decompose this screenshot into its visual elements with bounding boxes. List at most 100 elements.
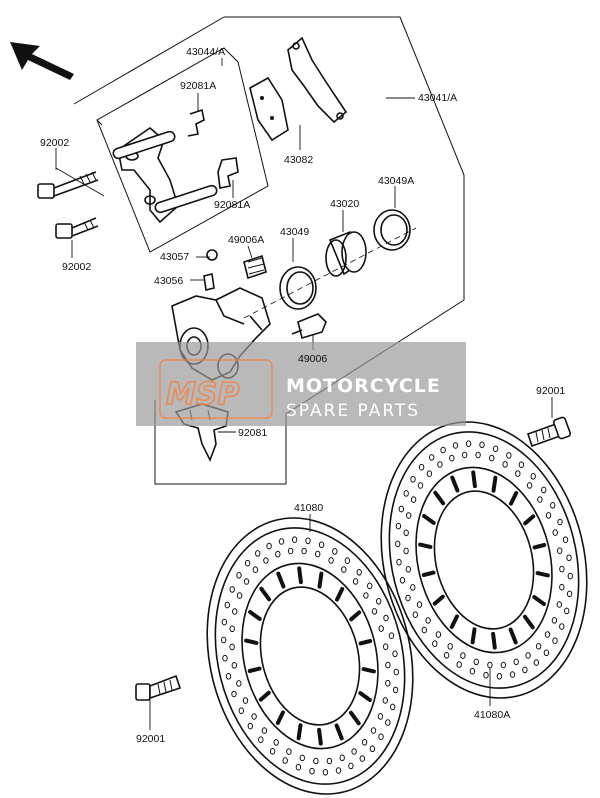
disc-slot bbox=[509, 491, 519, 506]
label-92001-left: 92001 bbox=[136, 733, 165, 745]
label-43057: 43057 bbox=[160, 251, 189, 263]
disc-hole bbox=[392, 650, 398, 658]
disc-hole bbox=[287, 547, 294, 555]
disc-slot bbox=[358, 639, 373, 646]
disc-hole bbox=[309, 767, 315, 775]
disc-hole bbox=[525, 652, 531, 659]
watermark-line1: MOTORCYCLE bbox=[286, 375, 441, 397]
disc-hole bbox=[356, 569, 362, 576]
disc-slot bbox=[535, 571, 550, 578]
disc-slot bbox=[522, 614, 535, 630]
disc-hole bbox=[242, 697, 249, 704]
disc-hole bbox=[251, 713, 257, 720]
disc-hole bbox=[222, 654, 228, 662]
disc-hole bbox=[282, 757, 288, 764]
disc-hole bbox=[412, 611, 418, 619]
label-41080A: 41080A bbox=[474, 709, 510, 721]
disc-slot bbox=[422, 514, 436, 525]
disc-hole bbox=[388, 632, 395, 640]
label-43041A: 43041/A bbox=[418, 92, 457, 104]
disc-hole bbox=[229, 625, 235, 633]
disc-hole bbox=[452, 442, 459, 449]
disc-hole bbox=[489, 454, 495, 462]
disc-hole bbox=[335, 767, 342, 774]
disc-hole bbox=[252, 566, 259, 574]
disc-hole bbox=[483, 671, 489, 679]
disc-slot bbox=[275, 710, 285, 725]
disc-hole bbox=[261, 727, 268, 734]
disc-hole bbox=[367, 582, 373, 590]
disc-slot bbox=[421, 570, 436, 577]
disc-hole bbox=[339, 754, 345, 762]
label-49006: 49006 bbox=[298, 353, 327, 365]
disc-hole bbox=[556, 601, 562, 608]
disc-hole bbox=[269, 748, 276, 755]
disc-hole bbox=[515, 470, 521, 477]
disc-hole bbox=[506, 452, 512, 459]
disc-hole bbox=[533, 659, 539, 666]
disc-hole bbox=[405, 566, 411, 573]
disc-hole bbox=[544, 631, 551, 638]
disc-hole bbox=[535, 643, 542, 650]
dust-seal-43049 bbox=[279, 266, 317, 310]
label-43044A: 43044/A bbox=[186, 46, 225, 58]
disc-hole bbox=[562, 536, 569, 544]
watermark-line2: SPARE PARTS bbox=[286, 401, 420, 421]
disc-hole bbox=[315, 550, 321, 558]
disc-hole bbox=[492, 445, 499, 453]
disc-hole bbox=[301, 547, 307, 555]
disc-slot bbox=[491, 631, 497, 650]
label-92002-bottom: 92002 bbox=[62, 261, 91, 273]
disc-hole bbox=[238, 707, 245, 715]
label-92002-top: 92002 bbox=[40, 137, 69, 149]
disc-hole bbox=[352, 578, 359, 585]
disc-hole bbox=[383, 643, 389, 651]
disc-hole bbox=[236, 592, 243, 599]
part-labels: 43044/A 92081A 92002 92002 92081A 43082 … bbox=[40, 46, 565, 745]
disc-hole bbox=[410, 584, 416, 591]
disc-slot bbox=[508, 627, 518, 645]
disc-slot bbox=[296, 723, 303, 741]
label-49006A: 49006A bbox=[228, 234, 264, 246]
disc-hole bbox=[405, 594, 411, 602]
label-43049A: 43049A bbox=[378, 175, 414, 187]
disc-slot bbox=[348, 710, 361, 726]
disc-hole bbox=[341, 566, 347, 573]
front-arrow-icon bbox=[10, 42, 74, 80]
disc-hole bbox=[398, 505, 404, 513]
disc-hole bbox=[344, 557, 351, 565]
disc-hole bbox=[396, 558, 402, 566]
disc-hole bbox=[390, 703, 396, 711]
alignment-axis bbox=[243, 227, 417, 319]
disc-slot bbox=[317, 571, 324, 589]
disc-hole bbox=[479, 441, 485, 449]
bolt-92002-upper bbox=[37, 171, 99, 199]
label-92081A-top: 92081A bbox=[180, 80, 216, 92]
disc-hole bbox=[363, 592, 369, 599]
disc-slot bbox=[470, 627, 477, 645]
label-92081: 92081 bbox=[238, 427, 267, 439]
disc-slot bbox=[335, 587, 345, 602]
disc-hole bbox=[429, 454, 435, 461]
disc-slot bbox=[276, 571, 286, 589]
disc-hole bbox=[275, 550, 281, 558]
disc-hole bbox=[410, 496, 417, 503]
label-43082: 43082 bbox=[284, 154, 313, 166]
disc-hole bbox=[385, 679, 391, 687]
disc-hole bbox=[443, 652, 450, 659]
disc-hole bbox=[475, 451, 481, 459]
disc-hole bbox=[421, 626, 427, 634]
disc-hole bbox=[567, 572, 573, 580]
disc-hole bbox=[513, 658, 519, 666]
disc-slot bbox=[532, 543, 547, 550]
disc-hole bbox=[543, 649, 550, 657]
disc-hole bbox=[559, 583, 565, 591]
disc-slot bbox=[491, 475, 498, 493]
disc-slot bbox=[244, 638, 259, 645]
disc-hole bbox=[266, 542, 272, 550]
disc-bolt-92001-right bbox=[526, 416, 572, 448]
disc-hole bbox=[437, 461, 443, 468]
disc-hole bbox=[522, 666, 528, 674]
disc-hole bbox=[518, 461, 525, 469]
label-43020: 43020 bbox=[330, 198, 359, 210]
